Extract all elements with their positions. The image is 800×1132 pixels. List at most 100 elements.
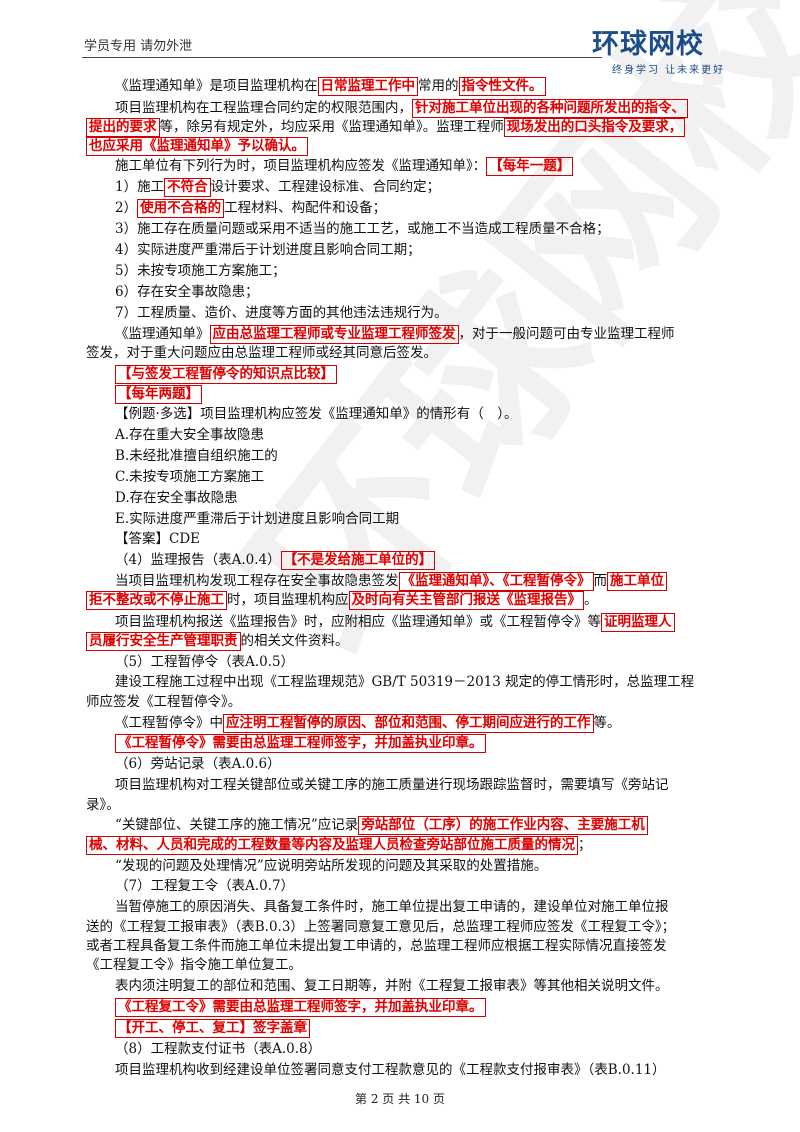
highlight-box: 械、材料、人员和完成的工程数量等内容及监理人员检查旁站部位施工质量的情况 (86, 836, 578, 855)
text-segment: 常用的 (418, 78, 459, 94)
text-segment: 项目监理机构收到经建设单位签署同意支付工程款意见的《工程款支付报审表》（表B.0… (115, 1062, 666, 1078)
text-line: 4）实际进度严重滞后于计划进度且影响合同工期； (86, 240, 421, 260)
highlight-box: 【每年两题】 (115, 385, 202, 404)
text-line: B.未经批准擅自组织施工的 (86, 446, 278, 466)
text-segment: 1）施工 (115, 179, 165, 195)
text-line: 【与签发工程暂停令的知识点比较】 (86, 364, 337, 384)
text-segment: 6）存在安全事故隐患； (115, 284, 259, 300)
text-segment: 7）工程质量、造价、进度等方面的其他违法违规行为。 (115, 305, 448, 321)
text-segment: 【答案】CDE (115, 531, 201, 547)
text-segment: ； (578, 837, 592, 853)
text-segment: 5）未按专项施工方案施工； (115, 263, 286, 279)
text-line: A.存在重大安全事故隐患 (86, 425, 264, 445)
text-line: 录》。 (86, 795, 120, 815)
highlight-box: 员履行安全生产管理职责 (86, 632, 241, 651)
text-segment: 2） (115, 200, 138, 216)
text-segment: （4）监理报告（表A.0.4） (115, 552, 281, 568)
text-line: 项目监理机构收到经建设单位签署同意支付工程款意见的《工程款支付报审表》（表B.0… (86, 1060, 666, 1080)
text-line: 送的《工程复工报审表》（表B.0.3）上签署同意复工意见后，总监理工程师应签发《… (86, 917, 675, 937)
text-segment: “发现的问题及处理情况”应说明旁站所发现的问题及其采取的处置措施。 (115, 858, 548, 874)
highlight-box: 《监理通知单》、《工程暂停令》 (398, 572, 594, 591)
text-line: 员履行安全生产管理职责的相关文件资料。 (86, 631, 349, 651)
text-segment: 《监理通知单》 (115, 326, 210, 342)
text-line: 6）存在安全事故隐患； (86, 282, 259, 302)
text-line: 5）未按专项施工方案施工； (86, 261, 286, 281)
highlight-box: 《工程暂停令》需要由总监理工程师签字，并加盖执业印章。 (115, 734, 486, 753)
highlight-box: 现场发出的口头指令及要求， (503, 118, 686, 137)
text-segment: （8）工程款支付证书（表A.0.8） (115, 1041, 322, 1057)
text-segment: 等。 (593, 715, 621, 731)
text-segment: D.存在安全事故隐患 (115, 490, 238, 506)
text-segment: 《工程复工令》指令施工单位复工。 (86, 957, 302, 973)
text-segment: 当项目监理机构发现工程存在安全事故隐患签发 (115, 573, 399, 589)
text-line: 《工程复工令》需要由总监理工程师签字，并加盖执业印章。 (86, 997, 486, 1017)
text-line: 械、材料、人员和完成的工程数量等内容及监理人员检查旁站部位施工质量的情况； (86, 835, 592, 855)
text-segment: 《监理通知单》是项目监理机构在 (115, 78, 318, 94)
highlight-box: 【每年一题】 (486, 157, 574, 176)
text-line: 1）施工不符合设计要求、工程建设标准、合同约定； (86, 177, 440, 197)
text-line: 7）工程质量、造价、进度等方面的其他违法违规行为。 (86, 303, 448, 323)
text-line: 《工程复工令》指令施工单位复工。 (86, 955, 302, 975)
logo-wordmark: 环球网校 (592, 29, 704, 60)
brand-logo: 环球网校 终身学习 让未来更好 (592, 29, 732, 77)
text-line: D.存在安全事故隐患 (86, 488, 238, 508)
highlight-box: 【不是发给施工单位的】 (280, 551, 436, 570)
text-segment: B.未经批准擅自组织施工的 (115, 448, 278, 464)
page-header: 学员专用 请勿外泄 环球网校 终身学习 让未来更好 (0, 0, 800, 80)
highlight-box: 施工单位 (607, 572, 667, 591)
text-segment: 签发，对于重大问题应由总监理工程师或经其同意后签发。 (86, 345, 437, 361)
text-segment: （5）工程暂停令（表A.0.5） (115, 654, 295, 670)
text-segment: 或者工程具备复工条件而施工单位未提出复工申请的，总监理工程师应根据工程实际情况直… (86, 938, 667, 954)
text-line: 项目监理机构在工程监理合同约定的权限范围内，针对施工单位出现的各种问题所发出的指… (86, 98, 688, 118)
header-label: 学员专用 请勿外泄 (84, 39, 193, 54)
text-segment: “关键部位、关键工序的施工情况”应记录 (115, 817, 359, 833)
text-segment: 等，除另有规定外，均应采用《监理通知单》。监理工程师 (159, 119, 504, 135)
text-line: 2）使用不合格的工程材料、构配件和设备； (86, 198, 386, 218)
text-segment: 的相关文件资料。 (240, 633, 349, 649)
text-line: 师应签发《工程暂停令》。 (86, 692, 241, 712)
highlight-box: 【与签发工程暂停令的知识点比较】 (115, 365, 337, 384)
highlight-box: 也应采用《监理通知单》予以确认。 (86, 137, 308, 156)
text-line: 也应采用《监理通知单》予以确认。 (86, 136, 308, 156)
logo-slogan: 终身学习 让未来更好 (612, 65, 726, 76)
text-line: “关键部位、关键工序的施工情况”应记录旁站部位（工序）的施工作业内容、主要施工机 (86, 815, 648, 835)
highlight-box: 提出的要求 (86, 118, 160, 137)
highlight-box: 不符合 (164, 178, 211, 197)
text-line: （6）旁站记录（表A.0.6） (86, 754, 281, 774)
text-line: 【开工、停工、复工】签字盖章 (86, 1018, 310, 1038)
text-segment: ，对于一般问题可由专业监理工程师 (458, 326, 675, 342)
text-line: C.未按专项施工方案施工 (86, 467, 264, 487)
text-segment: 设计要求、工程建设标准、合同约定； (210, 179, 441, 195)
text-segment: 而 (593, 573, 608, 589)
text-line: 项目监理机构报送《监理报告》时，应附相应《监理通知单》或《工程暂停令》等证明监理… (86, 612, 675, 632)
text-line: （7）工程复工令（表A.0.7） (86, 876, 294, 896)
highlight-box: 应注明工程暂停的原因、部位和范围、停工期间应进行的工作 (223, 714, 594, 733)
text-line: 《工程暂停令》需要由总监理工程师签字，并加盖执业印章。 (86, 733, 486, 753)
text-segment: E.实际进度严重滞后于计划进度且影响合同工期 (115, 511, 400, 527)
text-line: 或者工程具备复工条件而施工单位未提出复工申请的，总监理工程师应根据工程实际情况直… (86, 936, 667, 956)
text-line: 【每年两题】 (86, 384, 202, 404)
text-segment: 送的《工程复工报审表》（表B.0.3）上签署同意复工意见后，总监理工程师应签发《… (86, 919, 676, 935)
text-line: 签发，对于重大问题应由总监理工程师或经其同意后签发。 (86, 343, 437, 363)
highlight-box: 及时向有关主管部门报送《监理报告》 (348, 591, 584, 610)
text-line: 【答案】CDE (86, 529, 200, 549)
text-line: 《工程暂停令》中应注明工程暂停的原因、部位和范围、停工期间应进行的工作等。 (86, 713, 621, 733)
text-segment: 表内须注明复工的部位和范围、复工日期等，并附《工程复工报审表》等其他相关说明文件… (115, 978, 669, 994)
text-line: E.实际进度严重滞后于计划进度且影响合同工期 (86, 509, 399, 529)
highlight-box: 《工程复工令》需要由总监理工程师签字，并加盖执业印章。 (115, 998, 486, 1017)
highlight-box: 证明监理人 (601, 613, 675, 632)
text-segment: 4）实际进度严重滞后于计划进度且影响合同工期； (115, 242, 421, 258)
text-line: 项目监理机构对工程关键部位或关键工序的施工质量进行现场跟踪监督时，需要填写《旁站… (86, 775, 669, 795)
text-line: 《监理通知单》是项目监理机构在日常监理工作中常用的指令性文件。 (86, 76, 546, 96)
text-segment: 项目监理机构报送《监理报告》时，应附相应《监理通知单》或《工程暂停令》等 (115, 614, 601, 630)
text-segment: （6）旁站记录（表A.0.6） (115, 756, 281, 772)
header-rule (82, 57, 602, 58)
highlight-box: 针对施工单位出现的各种问题所发出的指令、 (412, 99, 688, 118)
highlight-box: 使用不合格的 (137, 199, 225, 218)
text-line: （8）工程款支付证书（表A.0.8） (86, 1039, 321, 1059)
text-segment: 3）施工存在质量问题或采用不适当的施工工艺，或施工不当造成工程质量不合格； (115, 221, 610, 237)
highlight-box: 指令性文件。 (458, 77, 546, 96)
text-segment: （7）工程复工令（表A.0.7） (115, 878, 295, 894)
text-line: 提出的要求等，除另有规定外，均应采用《监理通知单》。监理工程师现场发出的口头指令… (86, 117, 686, 137)
highlight-box: 日常监理工作中 (317, 77, 418, 96)
